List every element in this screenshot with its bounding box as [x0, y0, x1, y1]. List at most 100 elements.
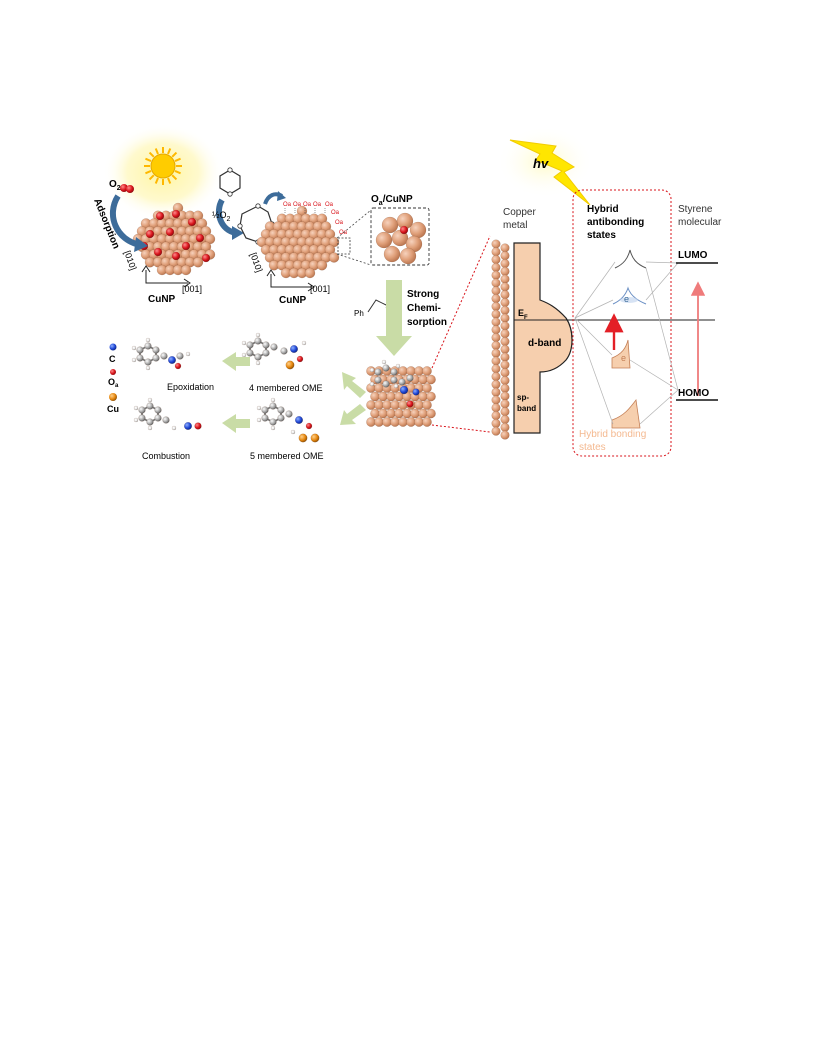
carbon-atom [269, 402, 277, 410]
oxygen-atom [194, 422, 202, 430]
hybrid-states-box [572, 189, 672, 457]
hydrogen-atom [133, 405, 139, 411]
carbon-atom [162, 416, 170, 424]
cu-atom [500, 368, 510, 378]
copper-metal-column [491, 239, 510, 440]
cu-atom [491, 301, 501, 311]
atom-legend [109, 343, 117, 401]
cu-atom [500, 282, 510, 292]
hydrogen-atom [395, 363, 401, 369]
sun-ray [148, 174, 155, 181]
lumo-label: LUMO [678, 250, 708, 261]
o2-label: O2 [109, 179, 121, 192]
oxygen-atom [187, 217, 197, 227]
molecular-levels [676, 262, 718, 401]
oxygen-atom [399, 225, 409, 235]
hydrogen-atom [256, 405, 262, 411]
spband-label-2: band [517, 404, 536, 413]
oxygen-atom [155, 211, 165, 221]
cu-atom [491, 247, 501, 257]
oa-chain-label: Oa [325, 202, 334, 208]
oa-chain-label: Oa [313, 202, 322, 208]
cu-atom [491, 379, 501, 389]
oa-chain-label: Oa [303, 202, 312, 208]
strong-label-3: sorption [407, 317, 447, 328]
cu-atom [500, 344, 510, 354]
hydrogen-atom [147, 397, 153, 403]
adsorbed-styrene [369, 359, 420, 408]
copper-label-1: Copper [503, 207, 536, 218]
cu-atom [491, 411, 501, 421]
cu-atom [491, 418, 501, 428]
cu-atom [500, 360, 510, 370]
carbon-atom [176, 352, 184, 360]
cu-atom [491, 270, 501, 280]
oxygen-atom [195, 233, 205, 243]
hydrogen-atom [290, 429, 296, 435]
oa-chain-label: Oa [331, 210, 340, 216]
hybrid-antibonding-states [612, 249, 647, 305]
cu-atom [491, 286, 501, 296]
carbon-atom [146, 402, 154, 410]
cu-atom [381, 216, 399, 234]
cu-atom [500, 407, 510, 417]
oa-cunp-inset [336, 207, 430, 266]
carbon-atom [269, 418, 277, 426]
ef-label: EF [518, 308, 528, 321]
cu-atom [491, 294, 501, 304]
cu-atom [426, 374, 436, 385]
oa-chain-label: Oa [283, 202, 292, 208]
cu-atom [491, 325, 501, 335]
carbon-atom [160, 352, 168, 360]
cunp-middle-cluster [256, 205, 340, 279]
carbon-atom [152, 354, 160, 362]
product-arrows [222, 352, 366, 433]
carbon-atom [285, 410, 293, 418]
cu-atom [491, 372, 501, 382]
hydrogen-atom [185, 351, 191, 357]
oxygen-atom [201, 253, 211, 263]
carbon-atom [277, 414, 285, 422]
hydrogen-atom [369, 381, 375, 387]
sun-ray [171, 151, 178, 158]
oxygen-atom [145, 229, 155, 239]
strong-label-1: Strong [407, 289, 439, 300]
cu-atom [192, 257, 204, 268]
carbon-atom [262, 341, 270, 349]
carbon-atom [136, 346, 144, 354]
hybrid-anti-label-3: states [587, 230, 616, 241]
c-atom [412, 388, 420, 396]
cu-atom [500, 399, 510, 409]
hydrogen-atom [381, 359, 387, 365]
o2-molecule-icon [120, 184, 134, 193]
carbon-atom [382, 364, 390, 372]
carbon-atom [254, 353, 262, 361]
ome5-molecule [256, 397, 320, 443]
dband-label: d-band [528, 338, 561, 349]
sun-ray [167, 148, 172, 155]
cu-atom [491, 317, 501, 327]
sun-ray [167, 177, 172, 184]
cu-atom [500, 329, 510, 339]
hydrogen-atom [270, 425, 276, 431]
oxygen-atom [153, 247, 163, 257]
chemisorption-arrow [376, 280, 412, 356]
cu-atom [500, 259, 510, 269]
oxygen-atom [165, 227, 175, 237]
sun-icon [103, 124, 223, 220]
carbon-atom [152, 346, 160, 354]
oxygen-atom [296, 355, 304, 363]
cu-atom [491, 395, 501, 405]
cu-atom [500, 391, 510, 401]
oa-chain-label: Oa [335, 220, 344, 226]
c-atom [167, 356, 176, 365]
cu-atom [500, 337, 510, 347]
sun-ray [154, 148, 159, 155]
cu-atom [422, 383, 432, 393]
cu-atom [328, 252, 340, 263]
c-atom [183, 422, 192, 431]
oxygen-atom [171, 251, 181, 261]
hydrogen-atom [255, 332, 261, 338]
zoom-lines [431, 235, 491, 433]
